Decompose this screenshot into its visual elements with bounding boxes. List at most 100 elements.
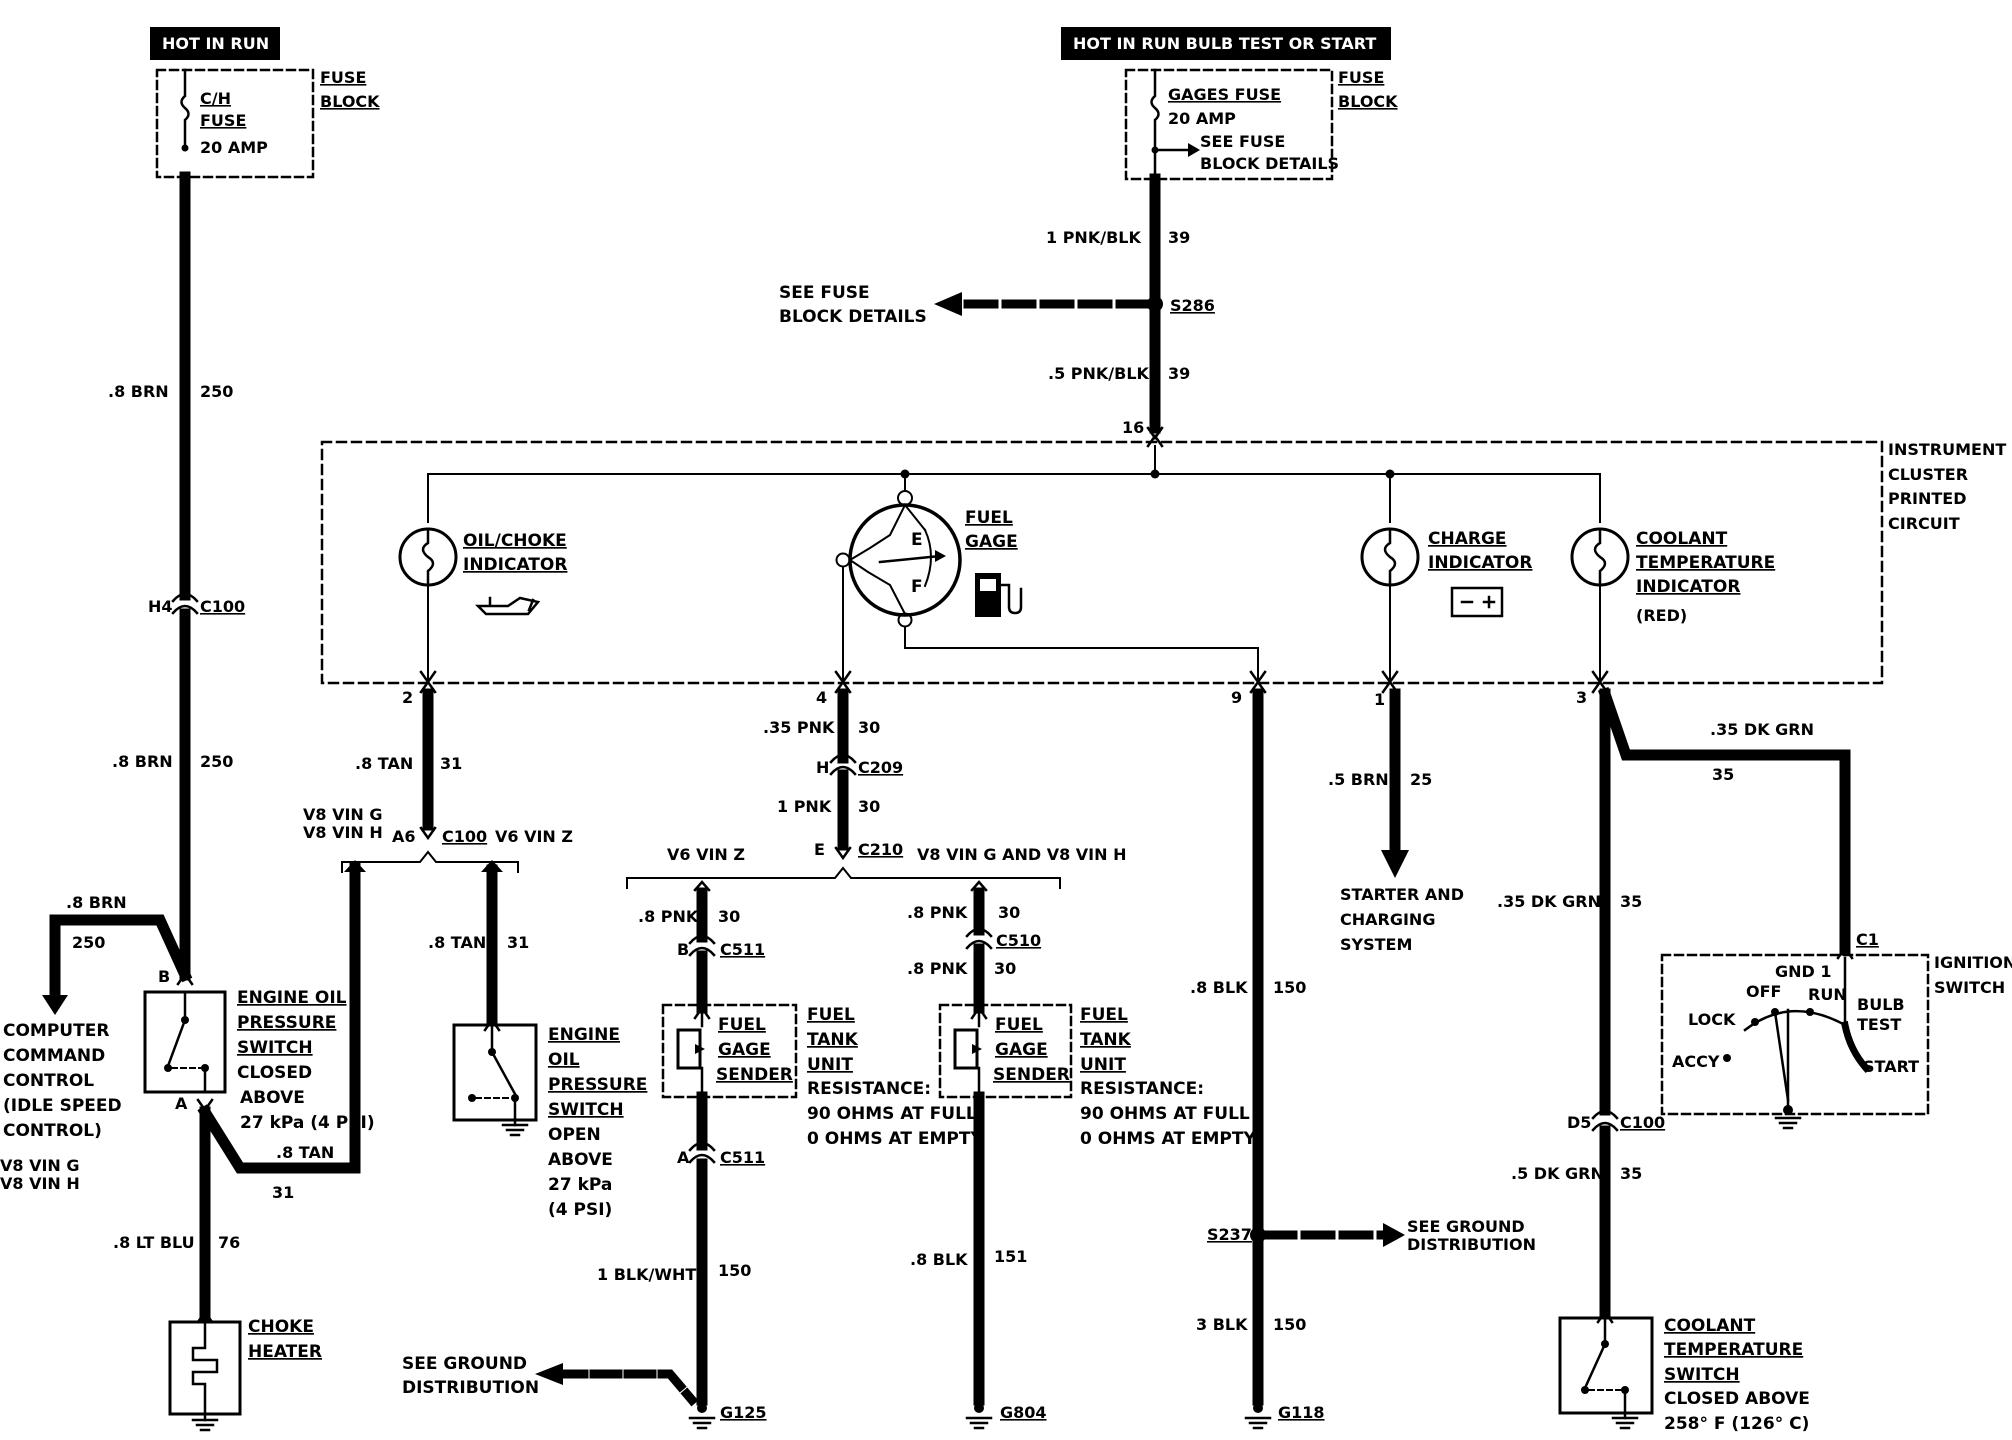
wire-31-arrow	[344, 860, 366, 872]
fuel-gage-top-terminal	[897, 490, 913, 506]
charge-label-1: CHARGE	[1428, 529, 1507, 549]
see-fuse-left-2: BLOCK DETAILS	[779, 307, 927, 327]
see-ground-right-2: DISTRIBUTION	[1407, 1235, 1536, 1254]
wire-25-arrow	[1381, 850, 1409, 878]
wire-31-low	[197, 862, 361, 1174]
cts-label-1: COOLANT	[1664, 1316, 1756, 1336]
starter-label-3: SYSTEM	[1340, 935, 1412, 954]
starter-label-1: STARTER AND	[1340, 885, 1464, 904]
conn-c1: C1	[1856, 930, 1879, 949]
wire-30-e: 30	[994, 959, 1016, 978]
wire-250-top: 250	[200, 382, 233, 401]
fuse-block-left-label-2: BLOCK	[320, 92, 380, 111]
see-ground-left-2: DISTRIBUTION	[402, 1378, 539, 1398]
c209-connector	[829, 753, 857, 776]
oil-can-icon	[474, 596, 541, 616]
ign-start-contact	[1840, 1020, 1871, 1073]
wire-35pnk: .35 PNK	[763, 718, 835, 737]
ign-pos-lock	[1751, 1018, 1759, 1026]
tank2-label-1: FUEL	[1080, 1005, 1128, 1025]
c511-top-stub	[693, 880, 711, 892]
oil-choke-label-2: INDICATOR	[463, 555, 567, 575]
see-ground-right-1: SEE GROUND	[1407, 1217, 1525, 1236]
ground-g118: G118	[1278, 1403, 1325, 1422]
v8-vin-h-left: V8 VIN H	[0, 1174, 80, 1193]
ign-lock: LOCK	[1688, 1010, 1736, 1029]
ignition-switch-box	[1660, 953, 1930, 1116]
sender1-connector	[693, 1005, 711, 1020]
splice-s286: S286	[1170, 296, 1215, 315]
ign-gnd1: GND 1	[1775, 962, 1832, 981]
ign-pos-accy	[1723, 1054, 1731, 1062]
wire-31-low-num: 31	[272, 1183, 294, 1202]
wire-150-b: 150	[1273, 978, 1306, 997]
fuel-gage-left-terminal	[835, 552, 851, 568]
cts-contact-2	[1581, 1386, 1589, 1394]
wire-30-a: 30	[858, 718, 880, 737]
fuel-pump-icon	[975, 573, 1023, 617]
ground-symbol-cts	[1611, 1416, 1639, 1430]
wire-39-b: 39	[1168, 364, 1190, 383]
conn-c100-a: C100	[200, 597, 245, 616]
v8-vin-g-left: V8 VIN G	[0, 1156, 80, 1175]
cts-label-3: SWITCH	[1664, 1365, 1740, 1385]
pin-16: 16	[1122, 418, 1144, 437]
tank1-label-6: 0 OHMS AT EMPTY	[807, 1129, 983, 1149]
c511-b-connector	[688, 934, 716, 957]
eops2-label-6: ABOVE	[548, 1150, 613, 1170]
ignition-label-1: IGNITION	[1934, 953, 2012, 972]
wire-8tan-low: .8 TAN	[276, 1143, 334, 1162]
header-right: HOT IN RUN BULB TEST OR START	[1073, 34, 1376, 53]
ground-g804: G804	[1000, 1403, 1047, 1422]
sender1-label-2: GAGE	[718, 1040, 771, 1060]
ch-fuse-label-2: FUSE	[200, 111, 246, 130]
eops-label-3: SWITCH	[237, 1038, 313, 1058]
ground-g125: G125	[720, 1403, 767, 1422]
wire-5dkgrn: .5 DK GRN	[1511, 1164, 1604, 1183]
conn-c100-b: C100	[442, 827, 487, 846]
wire-35-to-ign	[1598, 687, 1851, 956]
ccc-label-3: CONTROL	[3, 1071, 94, 1091]
v6-vin-z-a: V6 VIN Z	[495, 827, 573, 846]
ccc-label-4: (IDLE SPEED	[3, 1096, 122, 1116]
eops2-label-2: OIL	[548, 1050, 580, 1070]
conn-c100-c: C100	[1620, 1113, 1665, 1132]
v8-vin-g-mid: V8 VIN G	[303, 805, 383, 824]
wire-1pnk: 1 PNK	[777, 797, 832, 816]
eops2-label-5: OPEN	[548, 1125, 601, 1145]
wire-8ltblu: .8 LT BLU	[113, 1233, 195, 1252]
wire-8brn-top: .8 BRN	[108, 382, 169, 401]
tank1-label-4: RESISTANCE:	[807, 1079, 931, 1099]
coolant-ind-label-1: COOLANT	[1636, 529, 1728, 549]
pin-h4: H4	[148, 597, 173, 616]
wire-250-branch	[49, 914, 193, 1006]
coolant-ind-label-2: TEMPERATURE	[1636, 553, 1775, 573]
instrument-cluster-box	[320, 440, 1884, 685]
eops-b-connector	[176, 971, 194, 986]
tank2-label-6: 0 OHMS AT EMPTY	[1080, 1129, 1256, 1149]
wire-39-a: 39	[1168, 228, 1190, 247]
pin-3: 3	[1576, 688, 1587, 707]
ccc-arrow	[42, 995, 68, 1015]
wire-250-mid: 250	[200, 752, 233, 771]
header-left: HOT IN RUN	[162, 34, 269, 53]
ground-symbol-g804	[965, 1403, 993, 1430]
tank1-label-2: TANK	[807, 1030, 859, 1050]
fuse-block-right-label-1: FUSE	[1338, 68, 1384, 87]
see-ground-left-dash	[555, 1369, 699, 1407]
wire-30-c: 30	[718, 907, 740, 926]
sender2-label-3: SENDER	[993, 1065, 1070, 1085]
splice-s237: S237	[1207, 1225, 1252, 1244]
header-right-box	[1061, 27, 1391, 60]
v8-vin-h-mid: V8 VIN H	[303, 823, 383, 842]
s286-arrow	[934, 292, 962, 316]
wire-8tan-v6: .8 TAN	[428, 933, 486, 952]
coolant-ind-label-4: (RED)	[1636, 606, 1687, 625]
battery-icon	[1450, 586, 1504, 618]
eops-label-4: CLOSED	[237, 1063, 312, 1083]
ign-pos-run	[1806, 1008, 1814, 1016]
cluster-label-4: CIRCUIT	[1888, 514, 1960, 533]
choke-heater-element	[191, 1320, 219, 1416]
cluster-label-3: PRINTED	[1888, 489, 1967, 508]
eops2-label-1: ENGINE	[548, 1025, 620, 1045]
